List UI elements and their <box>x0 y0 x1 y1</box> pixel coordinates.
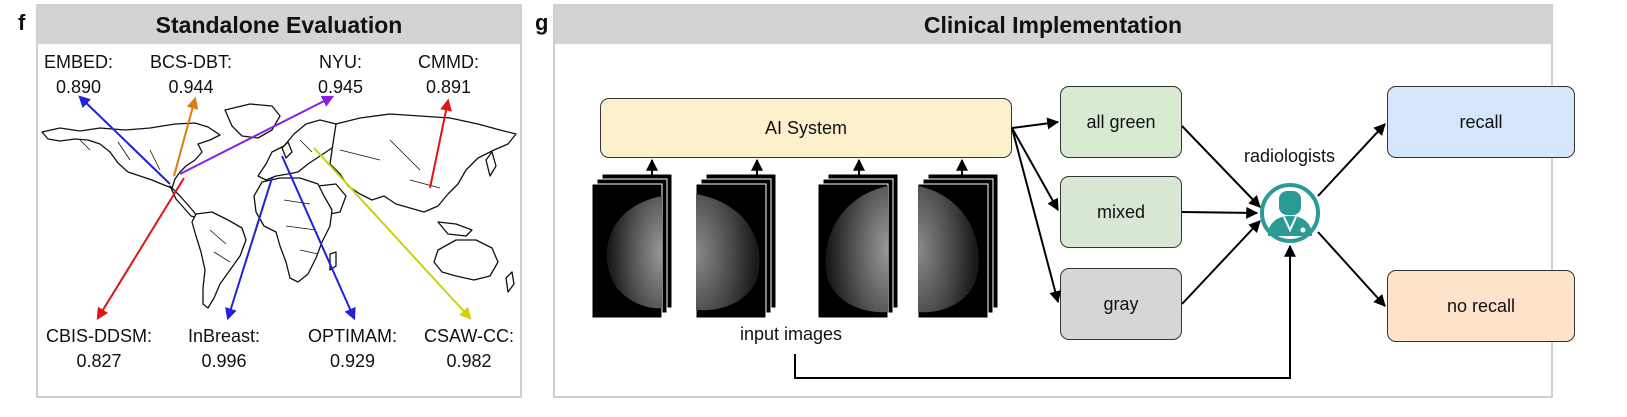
map-australia <box>433 239 499 281</box>
map-south-america <box>191 211 247 309</box>
arrow-ai-to-all-green <box>1011 117 1060 130</box>
category-box-gray: gray <box>1060 268 1182 340</box>
doctor-icon <box>1260 183 1320 243</box>
arrow-radiologists-to-recall <box>1317 123 1386 197</box>
dataset-label-optimam: OPTIMAM: 0.929 <box>308 326 397 371</box>
category-box-all-green: all green <box>1060 86 1182 158</box>
mammogram-stack-2 <box>695 173 777 319</box>
outcome-box-no-recall: no recall <box>1387 270 1575 342</box>
category-label-mixed: mixed <box>1096 201 1145 222</box>
input-images-label: input images <box>740 324 843 344</box>
map-new-zealand <box>505 271 515 293</box>
outcome-label-recall: recall <box>1459 111 1503 132</box>
arrow-all-green-to-radiologists <box>1181 125 1261 208</box>
arrow-ai-to-gray <box>1011 127 1062 304</box>
mammogram-stack-1 <box>591 173 673 319</box>
dataset-label-cmmd: CMMD: 0.891 <box>418 52 479 97</box>
category-label-gray: gray <box>1103 293 1139 314</box>
arrow-embed <box>78 95 171 185</box>
panel-title-clinical: Clinical Implementation <box>555 6 1551 44</box>
category-box-mixed: mixed <box>1060 176 1182 248</box>
arrow-nyu <box>179 95 335 175</box>
outcome-label-no-recall: no recall <box>1446 295 1516 316</box>
arrow-bcs-dbt <box>173 96 199 177</box>
dataset-label-inbreast: InBreast: 0.996 <box>188 326 261 371</box>
arrow-ai-to-mixed <box>1011 127 1059 212</box>
outcome-box-recall: recall <box>1387 86 1575 158</box>
panel-letter-f: f <box>18 10 26 35</box>
arrow-csaw-cc <box>313 147 472 320</box>
arrow-cbis-ddsm <box>96 177 185 321</box>
arrow-inbreast <box>225 177 273 321</box>
dataset-label-nyu: NYU: 0.945 <box>318 52 364 97</box>
dataset-label-embed: EMBED: 0.890 <box>44 52 114 97</box>
arrow-radiologists-to-no-recall <box>1317 231 1386 307</box>
map-uk <box>281 141 293 159</box>
ai-system-box: AI System <box>600 98 1012 158</box>
mammogram-stack-4 <box>917 173 999 319</box>
panel-letter-g: g <box>535 10 549 35</box>
arrow-optimam <box>281 155 356 321</box>
arrow-gray-to-radiologists <box>1181 220 1261 305</box>
dataset-label-cbis-ddsm: CBIS-DDSM: 0.827 <box>46 326 153 371</box>
map-japan <box>485 151 497 177</box>
map-se-asia <box>437 221 473 237</box>
arrow-mixed-to-radiologists <box>1181 206 1259 219</box>
category-label-all-green: all green <box>1086 111 1156 132</box>
dataset-label-csaw-cc: CSAW-CC: 0.982 <box>424 326 514 371</box>
arrow-cmmd <box>429 98 452 189</box>
panel-title-standalone: Standalone Evaluation <box>38 6 520 44</box>
arrow-input-images-to-radiologists <box>794 244 1296 379</box>
mammogram-stack-3 <box>817 173 899 319</box>
radiologists-label: radiologists <box>1244 146 1336 166</box>
ai-system-label: AI System <box>764 117 848 138</box>
dataset-label-bcs-dbt: BCS-DBT: 0.944 <box>150 52 233 97</box>
map-africa <box>253 177 333 283</box>
